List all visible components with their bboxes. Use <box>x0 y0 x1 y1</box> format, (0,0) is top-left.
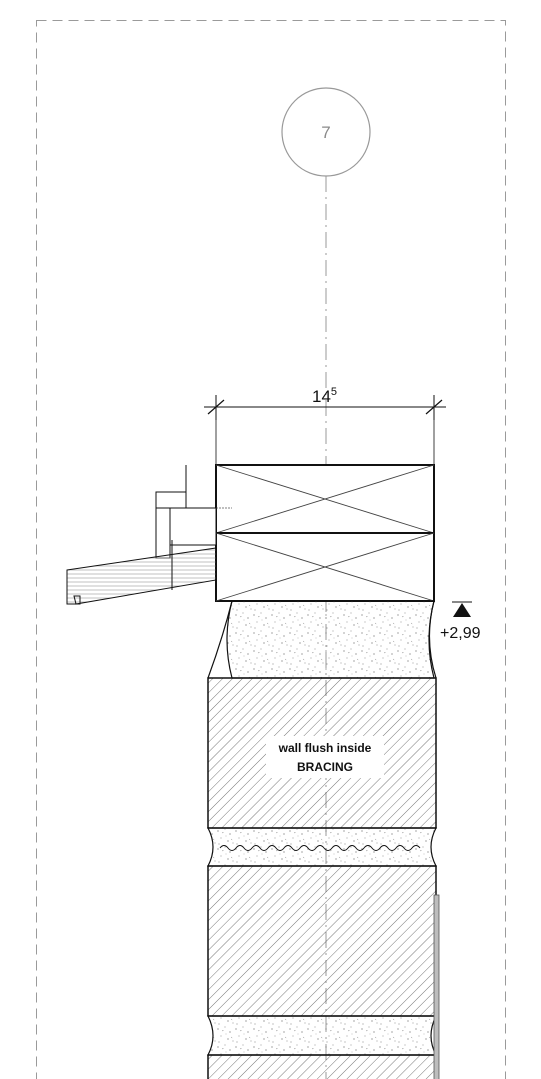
note-line-1: wall flush inside <box>278 741 372 755</box>
mortar-joint-bottom <box>207 1015 437 1056</box>
mortar-layer-top <box>226 600 435 679</box>
dimension-value: 145 <box>312 386 337 406</box>
timber-beam-upper <box>215 464 435 534</box>
cladding-strip <box>433 894 440 1079</box>
note-background <box>266 736 384 778</box>
level-text: +2,99 <box>440 625 481 642</box>
rafter-detail <box>66 465 232 605</box>
dimension-superscript: 5 <box>331 386 337 398</box>
wavy-joint-line <box>219 845 421 851</box>
grid-marker-label: 7 <box>321 123 330 142</box>
note-line-2: BRACING <box>297 760 353 774</box>
dimension-line <box>204 395 446 465</box>
level-marker <box>452 601 472 617</box>
mortar-joint-middle <box>207 827 437 867</box>
timber-beam-lower <box>215 532 435 602</box>
masonry-block-lower <box>207 865 437 1017</box>
masonry-block-base <box>207 1054 437 1079</box>
